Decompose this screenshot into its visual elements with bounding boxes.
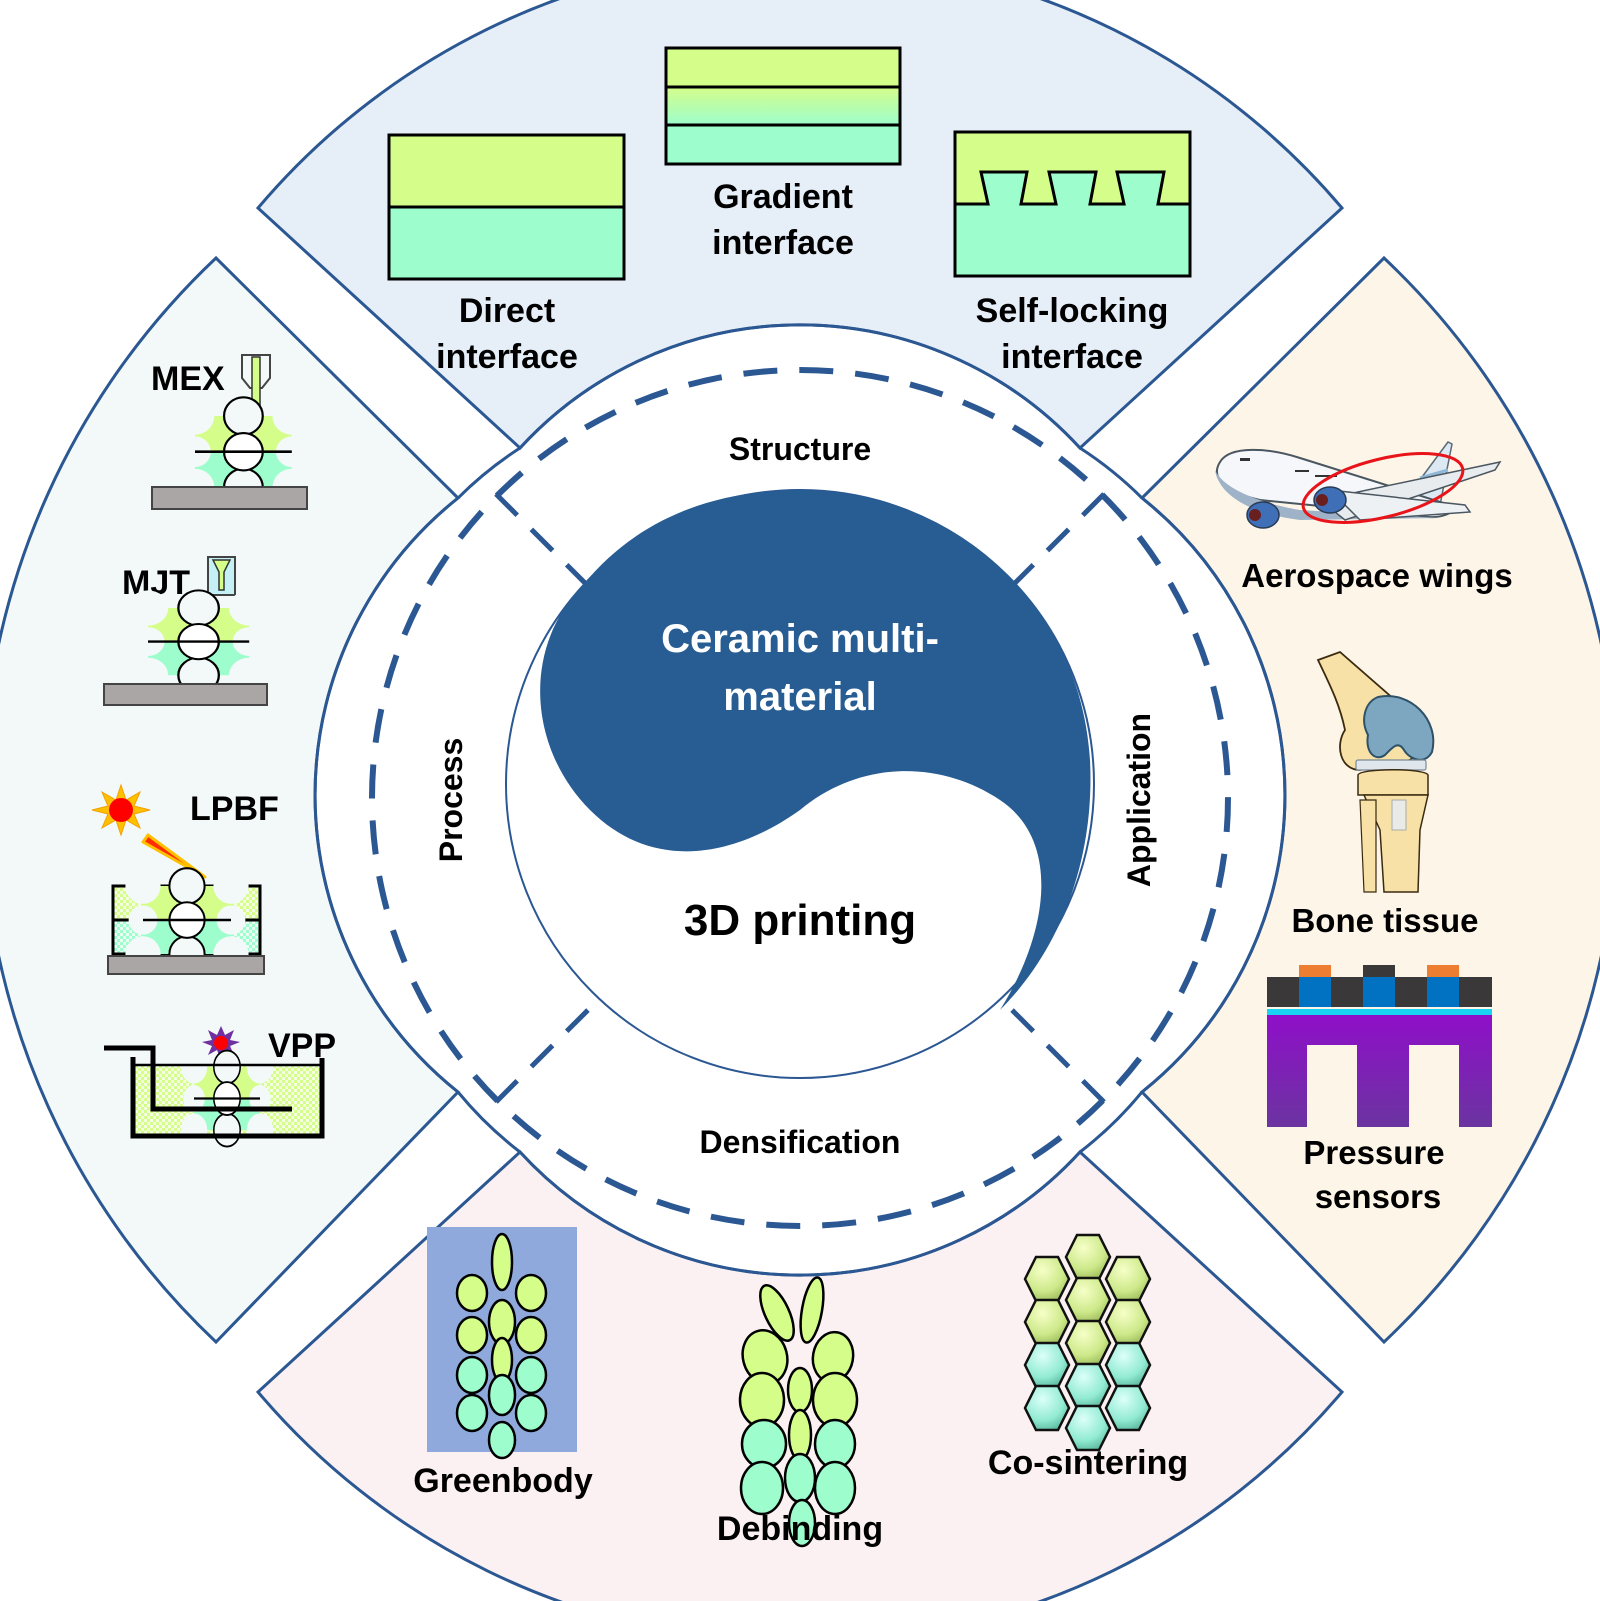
particle xyxy=(455,1355,489,1395)
gradient-interface-icon xyxy=(664,46,902,166)
hexagon-grain xyxy=(1023,1255,1071,1303)
particle xyxy=(455,1393,489,1433)
densification-label-debinding: Debinding xyxy=(717,1510,883,1548)
vat-photopolymerization-icon xyxy=(104,1026,325,1148)
particle xyxy=(739,1460,785,1516)
greenbody-particles-icon xyxy=(427,1227,577,1460)
ring-label-densification: Densification xyxy=(700,1124,901,1160)
dashed-ring xyxy=(369,367,1231,1229)
hexagon-grain xyxy=(1104,1341,1152,1389)
process-label-mex: MEX xyxy=(151,360,225,398)
pressure-sensor-icon xyxy=(1267,965,1492,1127)
center-subtitle: 3D printing xyxy=(684,896,916,945)
application-label-bone: Bone tissue xyxy=(1291,902,1478,939)
direct-interface-label-2: interface xyxy=(436,338,578,376)
particle xyxy=(514,1355,548,1395)
particle xyxy=(787,1408,813,1462)
debinding-particles-icon xyxy=(738,1276,859,1548)
application-label-aerospace: Aerospace wings xyxy=(1241,557,1512,594)
application-label-pressure-2: sensors xyxy=(1315,1178,1442,1215)
gradient-interface-label-2: interface xyxy=(712,224,854,262)
direct-interface-icon xyxy=(387,133,626,281)
particle xyxy=(455,1315,489,1355)
hexagon-grain xyxy=(1023,1298,1071,1346)
self-locking-interface-icon xyxy=(953,130,1192,278)
particle xyxy=(759,1284,795,1342)
hexagon-grain xyxy=(1064,1276,1112,1324)
particle xyxy=(787,1498,817,1548)
ring-label-application: Application xyxy=(1121,713,1157,887)
process-label-lpbf: LPBF xyxy=(190,790,279,828)
laser-powder-bed-fusion-icon xyxy=(91,783,265,975)
material-jetting-icon xyxy=(103,556,271,706)
application-label-pressure-1: Pressure xyxy=(1303,1134,1444,1171)
particle xyxy=(514,1273,548,1313)
hexagon-grain xyxy=(1104,1384,1152,1432)
particle xyxy=(455,1273,489,1313)
hexagon-grain xyxy=(1064,1362,1112,1410)
particle xyxy=(786,1366,814,1414)
center-title-line1: Ceramic multi- xyxy=(661,617,939,661)
hexagon-grain xyxy=(1064,1319,1112,1367)
ring-label-process: Process xyxy=(433,738,469,863)
hexagon-grain xyxy=(1104,1255,1152,1303)
hexagon-grain xyxy=(1023,1341,1071,1389)
particle xyxy=(740,1418,788,1470)
dashed-connectors xyxy=(494,492,1106,1104)
airplane-icon xyxy=(1215,441,1502,529)
yin-shape xyxy=(540,490,1091,1010)
particle xyxy=(813,1460,857,1516)
hexagon-grain xyxy=(1064,1233,1112,1281)
particle xyxy=(799,1276,825,1344)
gradient-interface-label-1: Gradient xyxy=(713,178,853,216)
direct-interface-label-1: Direct xyxy=(459,292,555,330)
densification-label-cosintering: Co-sintering xyxy=(988,1444,1188,1482)
particle xyxy=(514,1315,548,1355)
particle xyxy=(514,1393,548,1433)
densification-label-greenbody: Greenbody xyxy=(413,1462,593,1500)
ring-label-structure: Structure xyxy=(729,431,871,467)
particle xyxy=(490,1232,514,1292)
particle xyxy=(783,1452,817,1504)
center-title-line2: material xyxy=(723,675,876,719)
process-label-vpp: VPP xyxy=(268,1027,336,1065)
co-sintered-hexagons-icon xyxy=(1023,1233,1152,1452)
particle xyxy=(487,1373,517,1417)
particle xyxy=(487,1420,517,1460)
hexagon-grain xyxy=(1104,1298,1152,1346)
self-locking-interface-label-2: interface xyxy=(1001,338,1143,376)
hexagon-grain xyxy=(1064,1404,1112,1452)
material-extrusion-icon xyxy=(151,354,313,510)
hexagon-grain xyxy=(1023,1384,1071,1432)
self-locking-interface-label-1: Self-locking xyxy=(976,292,1169,330)
knee-joint-icon xyxy=(1316,650,1435,893)
